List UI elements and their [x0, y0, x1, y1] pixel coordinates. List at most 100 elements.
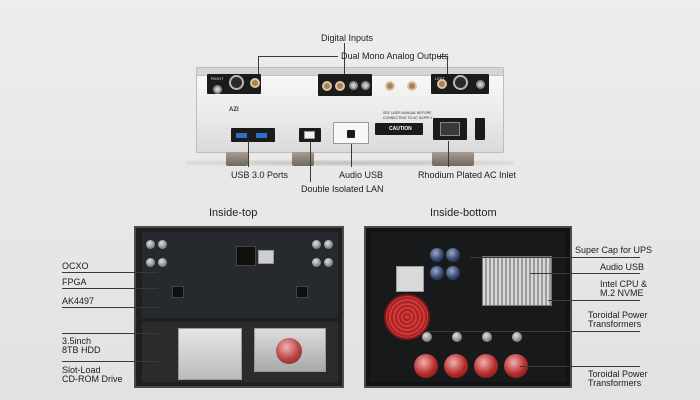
digital-input-connector-4: [361, 81, 370, 90]
leader-dual-mono-h: [258, 56, 338, 57]
leader-lan: [310, 141, 311, 182]
inside-bottom-photo: [364, 226, 572, 388]
label-hdd-2: 8TB HDD: [62, 345, 101, 355]
toroidal-transformer-1: [384, 294, 430, 340]
ground-post-right: [213, 85, 222, 94]
label-supercap: Super Cap for UPS: [575, 245, 653, 255]
label-ac-inlet: Rhodium Plated AC Inlet: [418, 170, 517, 180]
caution-text: CAUTION: [389, 126, 412, 132]
small-capacitor-3: [482, 332, 492, 342]
label-toroid2-1: Toroidal Power: [588, 369, 648, 379]
audio-usb-port: [347, 130, 355, 138]
ac-inlet-socket: [440, 122, 460, 136]
red-capacitor-3: [474, 354, 498, 378]
xlr-right-connector: [229, 75, 244, 90]
title-inside-top: Inside-top: [209, 207, 258, 219]
leader-dual-mono-v1: [258, 56, 259, 74]
digital-input-connector-2: [335, 81, 345, 91]
supercap-module: [396, 266, 424, 292]
bottom-capacitor-2: [430, 266, 444, 280]
small-capacitor-1: [422, 332, 432, 342]
foot-left: [226, 152, 248, 166]
power-switch: [475, 118, 485, 140]
fpga-chip: [236, 246, 256, 266]
label-usb30: USB 3.0 Ports: [231, 170, 289, 180]
bottom-capacitor-4: [446, 266, 460, 280]
warning-text-2: CONNECTING TO AC SUPPLY: [383, 116, 433, 120]
leader-usb30: [248, 140, 249, 167]
leader-supercap: [470, 257, 640, 258]
label-audio-usb-rear: Audio USB: [339, 170, 384, 180]
ak4497-chip-right: [296, 286, 308, 298]
capacitor-b2: [324, 240, 333, 249]
label-toroid2-2: Transformers: [588, 378, 642, 388]
ground-post-left: [476, 80, 485, 89]
leader-dual-mono-h2: [438, 56, 447, 57]
capacitor-a1: [146, 240, 155, 249]
red-capacitor-1: [414, 354, 438, 378]
leader-hdd: [62, 333, 158, 334]
ocxo-module: [258, 250, 274, 264]
red-capacitor-2: [444, 354, 468, 378]
usb30-port-1: [235, 132, 248, 139]
digital-input-connector-1: [322, 81, 332, 91]
label-ak4497: AK4497: [62, 296, 95, 306]
label-toroid1-2: Transformers: [588, 319, 642, 329]
capacitor-a2: [158, 240, 167, 249]
label-cdrom-2: CD-ROM Drive: [62, 374, 123, 384]
product-shadow: [186, 160, 514, 166]
leader-toroid2: [520, 366, 640, 367]
left-channel-label: LEFT: [435, 76, 445, 81]
label-cdrom-1: Slot-Load: [62, 365, 101, 375]
caution-label: [375, 123, 423, 135]
foot-right: [452, 152, 474, 166]
leader-audio-usb-inside: [530, 273, 640, 274]
title-inside-bottom: Inside-bottom: [430, 207, 497, 219]
leader-ac-inlet: [448, 141, 449, 167]
inside-top-photo: [134, 226, 344, 388]
digital-inputs-plate: [318, 74, 372, 96]
capacitor-a4: [158, 258, 167, 267]
leader-cpu: [548, 300, 640, 301]
leader-cdrom: [62, 361, 158, 362]
bottom-capacitor-3: [446, 248, 460, 262]
xlr-left-connector: [453, 75, 468, 90]
lan-port: [304, 131, 315, 139]
leader-dual-mono-v2: [447, 56, 448, 74]
leader-fpga: [62, 288, 158, 289]
rca-right-connector: [250, 78, 260, 88]
rca-left-connector: [437, 79, 447, 89]
capacitor-b4: [324, 258, 333, 267]
leader-ocxo: [62, 272, 158, 273]
leader-digital-inputs: [344, 43, 345, 74]
warning-text-1: SEE USER MANUAL BEFORE: [383, 111, 432, 115]
label-toroid1-1: Toroidal Power: [588, 310, 648, 320]
label-hdd-1: 3.5inch: [62, 336, 92, 346]
rear-panel: RIGHT LEFT AZI SEE USER MANUAL BEFORE CO…: [196, 67, 504, 153]
label-ocxo: OCXO: [62, 261, 89, 271]
cpu-heatsink: [482, 256, 552, 306]
foot-mid-right: [432, 152, 454, 166]
hdd-label-red: [276, 338, 302, 364]
label-cpu-1: Intel CPU &: [600, 279, 648, 289]
analog-output-rca-1: [385, 81, 395, 91]
ak4497-chip-left: [172, 286, 184, 298]
main-board-top: [142, 232, 338, 318]
foot-mid-left: [292, 152, 314, 166]
digital-input-connector-3: [349, 81, 358, 90]
right-channel-label: RIGHT: [211, 76, 224, 81]
leader-toroid1: [426, 331, 640, 332]
analog-output-rca-2: [407, 81, 417, 91]
small-capacitor-4: [512, 332, 522, 342]
brand-label: AZI: [229, 107, 239, 113]
leader-audio-usb-rear: [351, 144, 352, 167]
leader-ak4497: [62, 307, 158, 308]
label-fpga: FPGA: [62, 277, 87, 287]
capacitor-b1: [312, 240, 321, 249]
label-cpu-2: M.2 NVME: [600, 288, 644, 298]
capacitor-b3: [312, 258, 321, 267]
label-lan: Double Isolated LAN: [301, 184, 384, 194]
small-capacitor-2: [452, 332, 462, 342]
bottom-capacitor-1: [430, 248, 444, 262]
label-audio-usb-inside: Audio USB: [600, 262, 645, 272]
